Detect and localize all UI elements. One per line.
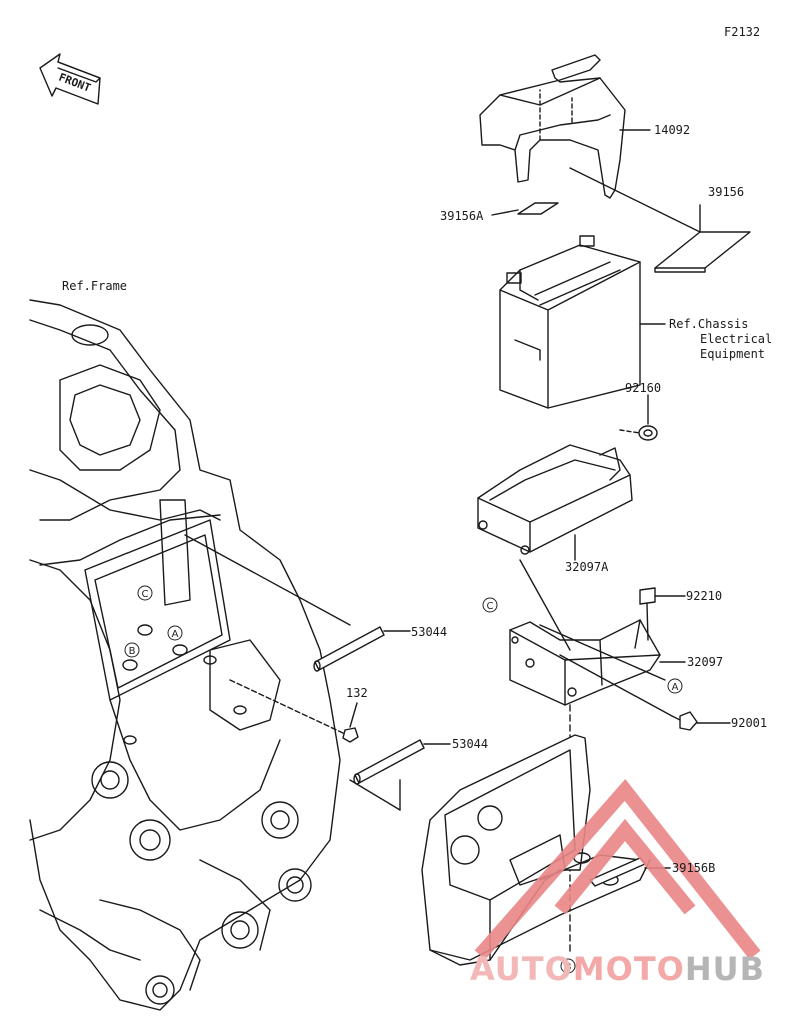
figure-id: F2132 <box>724 25 761 39</box>
callout-c-bracket: C <box>482 597 498 613</box>
bracket-part <box>509 619 661 706</box>
label-39156: 39156 <box>708 185 745 199</box>
callout-a-frame: A <box>167 625 183 641</box>
svg-text:A: A <box>172 629 179 640</box>
label-132: 132 <box>346 686 368 700</box>
callout-a-bracket: A <box>667 678 683 694</box>
label-39156a: 39156A <box>440 209 484 223</box>
label-ref-chassis: Ref.Chassis <box>669 317 749 331</box>
label-92001: 92001 <box>731 716 768 730</box>
callout-b-frame: B <box>124 642 140 658</box>
callout-b-tray: B <box>560 958 576 974</box>
label-53044-lower: 53044 <box>452 737 489 751</box>
battery-case-part <box>477 444 633 555</box>
watermark-hub: HUB <box>684 950 766 988</box>
battery-part <box>499 235 641 409</box>
svg-text:C: C <box>487 601 494 612</box>
frame-drawing <box>29 299 341 1011</box>
svg-text:C: C <box>142 589 149 600</box>
label-92210: 92210 <box>686 589 723 603</box>
pin-upper-part <box>313 626 385 672</box>
pin-lower-part <box>353 739 425 785</box>
callout-c-frame: C <box>137 585 153 601</box>
label-92160: 92160 <box>625 381 662 395</box>
watermark-triangle-icon <box>474 779 761 960</box>
svg-text:A: A <box>672 682 679 693</box>
front-arrow-icon <box>39 53 101 105</box>
label-32097: 32097 <box>687 655 724 669</box>
label-ref-chassis-3: Equipment <box>700 347 766 361</box>
lower-tray-part <box>421 734 651 966</box>
label-ref-chassis-2: Electrical <box>700 332 773 346</box>
watermark-moto: MOTO <box>572 950 685 988</box>
label-53044-upper: 53044 <box>411 625 448 639</box>
cover-part <box>479 54 626 199</box>
watermark-auto: AUTO <box>470 950 573 988</box>
svg-text:B: B <box>565 962 572 973</box>
label-ref-frame: Ref.Frame <box>62 279 128 293</box>
watermark-logo: AUTOMOTOHUB <box>470 950 765 990</box>
label-39156b: 39156B <box>672 861 716 875</box>
label-14092: 14092 <box>654 123 691 137</box>
svg-text:B: B <box>129 646 136 657</box>
label-32097a: 32097A <box>565 560 609 574</box>
